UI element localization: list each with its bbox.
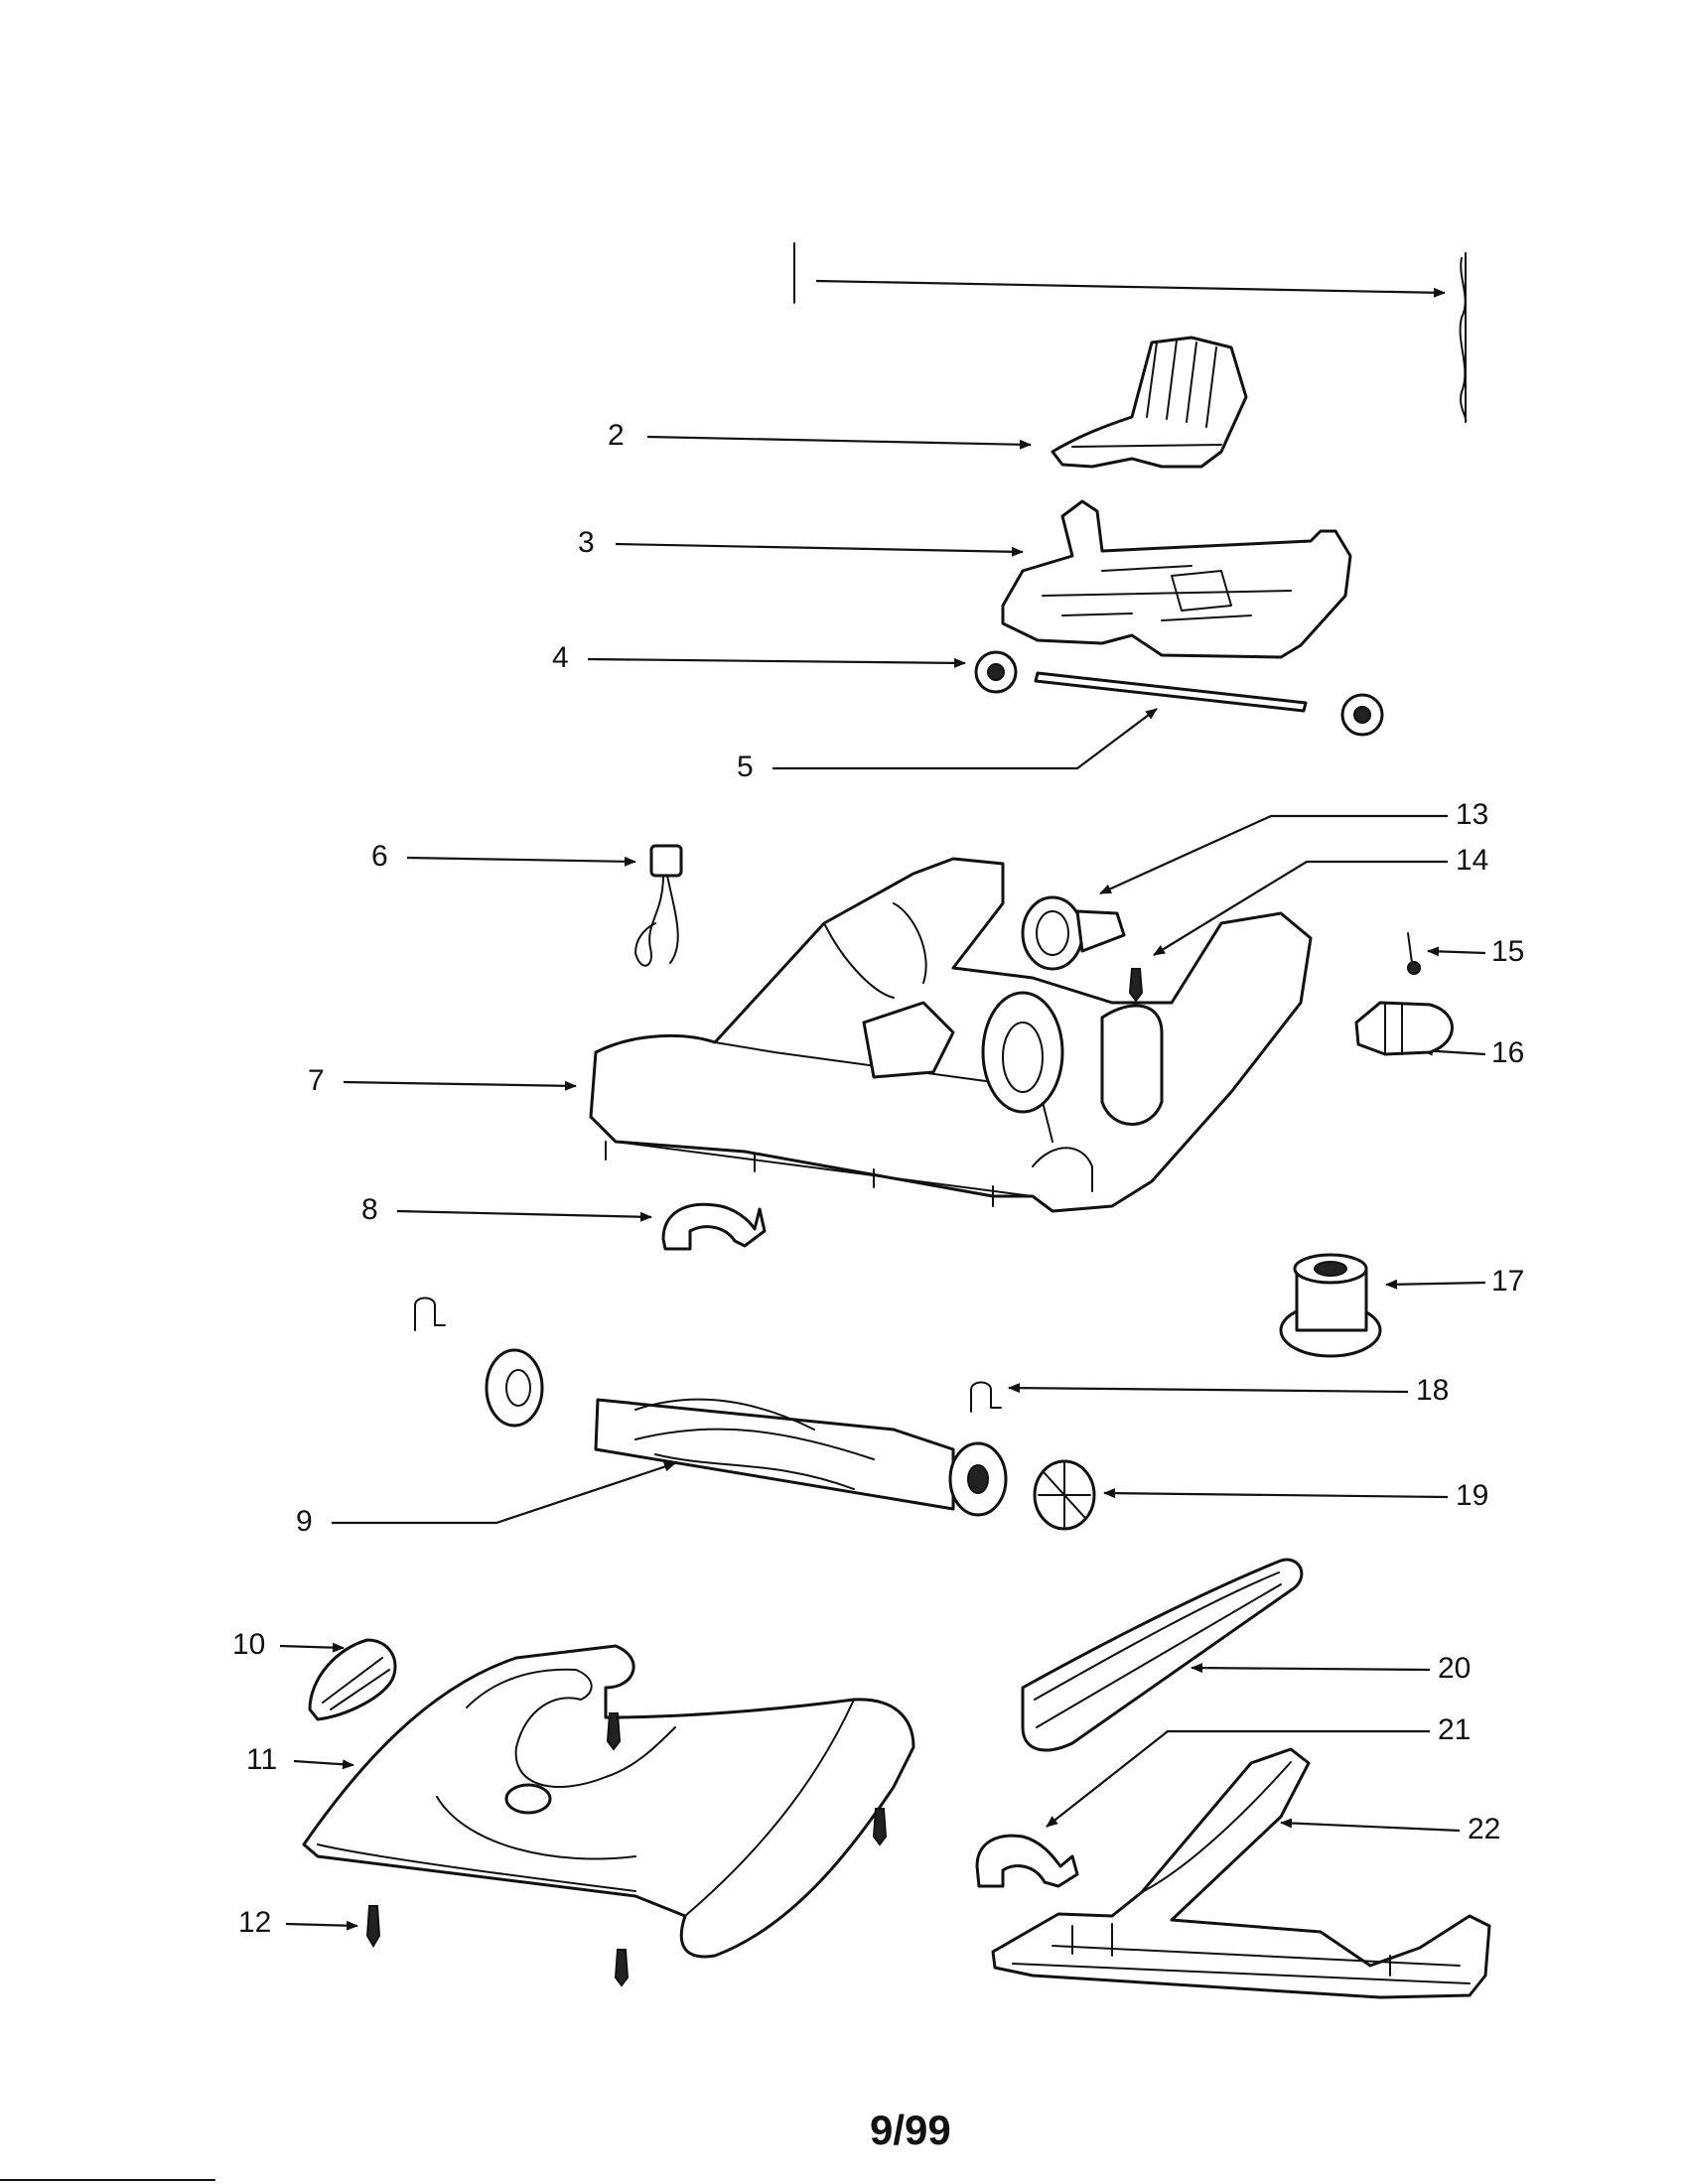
part-2-pedal: 2 xyxy=(608,336,1248,469)
callout-4: 4 xyxy=(552,641,569,674)
callout-15: 15 xyxy=(1491,935,1524,968)
part-14-screw: 14 xyxy=(1128,844,1488,1003)
part-6-switch-wire: 6 xyxy=(371,840,683,967)
part-3-frame: 3 xyxy=(578,499,1352,659)
part-10-knob: 10 xyxy=(232,1628,397,1721)
callout-14: 14 xyxy=(1456,844,1488,877)
callout-16: 16 xyxy=(1491,1036,1524,1069)
part-4-wheel: 4 xyxy=(552,641,1384,737)
part-15-pin: 15 xyxy=(1407,932,1524,975)
part-11-hood-cover: 11 xyxy=(246,1644,915,1959)
part-21-bracket: 21 xyxy=(975,1713,1471,1888)
callout-6: 6 xyxy=(371,840,388,873)
callout-10: 10 xyxy=(232,1628,265,1661)
top-spring-assembly xyxy=(793,242,1468,423)
part-5-axle: 5 xyxy=(737,671,1308,783)
callout-3: 3 xyxy=(578,526,595,559)
part-8-bracket: 8 xyxy=(361,1193,767,1251)
part-17-motor-cap: 17 xyxy=(1279,1253,1524,1358)
callout-7: 7 xyxy=(308,1064,325,1097)
callout-11: 11 xyxy=(246,1743,277,1776)
callout-5: 5 xyxy=(737,751,754,783)
part-9-brushroll: 9 xyxy=(296,1297,1008,1538)
callout-18: 18 xyxy=(1416,1374,1449,1407)
part-20-belt: 20 xyxy=(1021,1558,1471,1752)
callout-13: 13 xyxy=(1456,798,1488,831)
part-22-bottom-plate: 22 xyxy=(991,1747,1500,1999)
part-19-end-cap: 19 xyxy=(1033,1459,1488,1531)
part-7-base-housing: 7 xyxy=(308,857,1313,1213)
callout-9: 9 xyxy=(296,1505,313,1538)
part-16-light-housing: 16 xyxy=(1354,1001,1524,1069)
callout-2: 2 xyxy=(608,419,625,452)
part-13-bearing: 13 xyxy=(1021,798,1488,971)
callout-17: 17 xyxy=(1491,1265,1524,1297)
callout-19: 19 xyxy=(1456,1479,1488,1512)
callout-8: 8 xyxy=(361,1193,378,1226)
callout-12: 12 xyxy=(238,1906,271,1939)
callout-20: 20 xyxy=(1438,1652,1471,1685)
date-code: 9/99 xyxy=(870,2107,951,2153)
part-18-clip: 18 xyxy=(970,1374,1449,1413)
callout-21: 21 xyxy=(1438,1713,1471,1746)
callout-22: 22 xyxy=(1468,1813,1500,1845)
part-12-screw: 12 xyxy=(238,1712,888,1987)
